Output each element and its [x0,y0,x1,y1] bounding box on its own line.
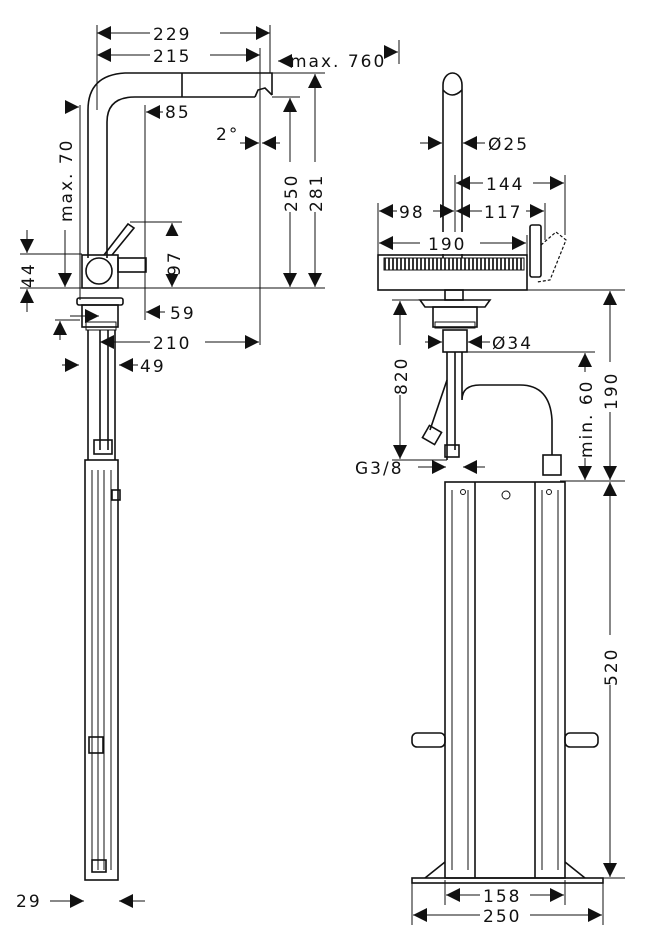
flange-front [418,299,492,308]
dim-144: 144 [486,175,524,195]
dim-2-degrees: 2° [216,125,239,145]
neck [444,289,464,301]
dim-29: 29 [16,892,42,912]
fitting-mid [444,444,460,458]
hose-fitting [93,439,113,455]
dim-215: 215 [153,47,191,67]
side-bracket [111,489,121,501]
hose-left [429,379,448,431]
dim-diameter-34: Ø34 [492,334,533,354]
dim-210: 210 [153,334,191,354]
dim-117: 117 [484,203,522,223]
body-side [117,257,147,273]
front-view: Ø25 144 98 117 190 Ø34 820 G3/8 [355,72,625,927]
lever-front [529,224,542,278]
bracket-left [411,732,446,748]
hoses-front [446,352,553,460]
thread [85,321,117,331]
stand-front [444,481,566,879]
stand [84,459,119,881]
spout-outline [87,72,273,258]
base-plate [411,877,604,884]
dim-820: 820 [392,357,412,395]
side-view: 229 215 max. 760 85 2° 250 281 max. 70 4… [16,22,400,912]
foot [91,859,107,873]
dim-diameter-25: Ø25 [488,135,529,155]
bracket [88,736,104,754]
spout-top [442,89,463,96]
dim-59: 59 [170,304,196,324]
feet [424,861,586,879]
dim-44: 44 [19,262,39,288]
stand-columns [474,482,536,878]
dim-max-760: max. 760 [290,52,386,72]
lever [103,222,136,256]
dim-min-60: min. 60 [577,380,597,459]
dim-49: 49 [140,357,166,377]
cartridge-circle [85,257,113,285]
dim-190-width: 190 [428,235,466,255]
fitting-right [542,454,562,476]
stand-profile-lines [91,470,112,870]
bracket-right [564,732,599,748]
fitting-left [421,424,443,446]
lever-alt-position [536,231,567,283]
dim-520: 520 [602,648,622,686]
dim-98: 98 [399,203,425,223]
dim-85: 85 [165,103,191,123]
dim-97: 97 [165,250,185,276]
mount-nut-front [432,306,478,328]
dim-max-70: max. 70 [57,139,77,222]
dim-158: 158 [483,887,521,907]
dim-g3-8: G3/8 [355,459,404,479]
hatched-band [383,257,525,271]
stand-hole [501,490,511,500]
spout-tube [442,72,463,270]
shank-front [442,329,468,353]
dim-229: 229 [153,25,191,45]
flange [76,297,124,306]
hoses [87,330,116,460]
dim-281: 281 [307,174,327,212]
dim-190-height: 190 [602,372,622,410]
spray-head [254,87,273,98]
dim-250-width: 250 [483,907,521,927]
dim-250: 250 [282,174,302,212]
